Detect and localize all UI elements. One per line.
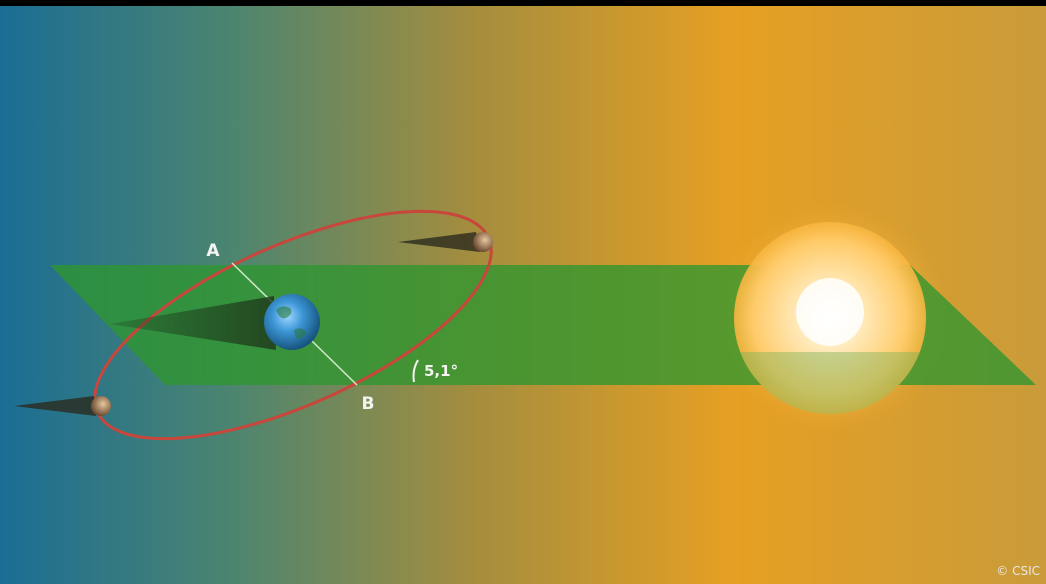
sun-lower-tint [740, 352, 920, 414]
earth-continents [276, 306, 306, 339]
inclination-arc [412, 359, 419, 383]
moon-shadow-upper [398, 232, 480, 252]
inclination-label: 5,1° [424, 362, 458, 380]
moon-shadow-lower [14, 396, 96, 416]
node-a-label: A [206, 241, 220, 261]
top-border [0, 0, 1046, 6]
node-b-label: B [362, 394, 375, 414]
earth-shadow [110, 296, 276, 350]
sun-core [796, 278, 864, 346]
moon-icon [91, 396, 111, 416]
moon-icon [473, 232, 493, 252]
earth-sphere-icon [264, 294, 320, 350]
credit-label: © CSIC [996, 564, 1040, 578]
